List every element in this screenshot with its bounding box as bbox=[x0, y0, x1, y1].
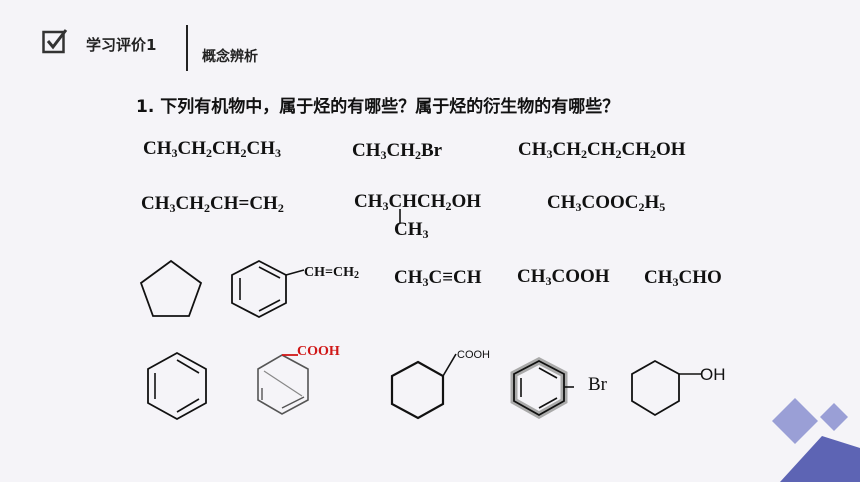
formula-subscript: 3 bbox=[422, 275, 429, 289]
formula-subscript: 2 bbox=[581, 147, 587, 161]
benzoic-acid-structure bbox=[257, 354, 309, 415]
formula-acetaldehyde: CH3CHO bbox=[644, 267, 722, 290]
benzene-structure bbox=[147, 351, 207, 421]
formula-part: CH bbox=[394, 219, 423, 240]
formula-part: CH bbox=[547, 192, 576, 213]
formula-subscript: 2 bbox=[615, 147, 622, 161]
formula-subscript: 3 bbox=[546, 147, 553, 161]
formula-part: CH bbox=[518, 139, 547, 160]
formula-subscript: 3 bbox=[275, 146, 281, 160]
formula-subscript: 3 bbox=[380, 148, 387, 162]
formula-part: CH=CH bbox=[210, 193, 278, 214]
formula-part: CH bbox=[212, 138, 241, 159]
section-subtitle: 概念辨析 bbox=[202, 49, 258, 65]
formula-part: CH bbox=[394, 267, 423, 288]
formula-part: C≡CH bbox=[428, 267, 482, 288]
formula-acetic-acid: CH3COOH bbox=[517, 266, 610, 289]
formula-part: COOC bbox=[581, 192, 639, 213]
cyclopentane-structure bbox=[139, 259, 203, 317]
formula-butanol: CH3CH2CH2CH2OH bbox=[518, 139, 686, 162]
formula-subscript: 2 bbox=[650, 147, 656, 161]
formula-branch-methyl: CH3 bbox=[394, 219, 429, 242]
formula-part: CH bbox=[175, 193, 205, 214]
formula-part: CHCH bbox=[388, 191, 446, 212]
formula-subscript: 3 bbox=[169, 201, 176, 215]
formula-propyne: CH3C≡CH bbox=[394, 267, 482, 290]
formula-part: H bbox=[644, 192, 660, 213]
formula-bromoethane: CH3CH2Br bbox=[352, 140, 442, 163]
formula-part: CH bbox=[177, 138, 207, 159]
formula-subscript: 2 bbox=[445, 199, 452, 213]
formula-butane: CH3CH2CH2CH3 bbox=[143, 138, 281, 161]
formula-subscript: 2 bbox=[240, 146, 247, 160]
formula-butene: CH3CH2CH=CH2 bbox=[141, 193, 284, 216]
formula-part: CH bbox=[352, 140, 381, 161]
formula-subscript: 2 bbox=[638, 200, 645, 214]
header-divider bbox=[186, 25, 188, 71]
formula-part: CH bbox=[386, 140, 416, 161]
formula-part: CH=CH bbox=[304, 265, 354, 280]
formula-subscript: 2 bbox=[415, 148, 421, 162]
formula-part: COOH bbox=[551, 266, 610, 287]
checkbox-check-icon bbox=[42, 29, 68, 54]
formula-subscript: 2 bbox=[204, 201, 210, 215]
formula-part: CH bbox=[517, 266, 546, 287]
formula-part: OH bbox=[656, 139, 686, 160]
cooh-small-label: COOH bbox=[457, 349, 490, 361]
cooh-red-label: COOH bbox=[297, 344, 340, 359]
formula-part: CH bbox=[552, 139, 582, 160]
formula-part: CHO bbox=[678, 267, 722, 288]
branch-bond bbox=[399, 209, 401, 223]
bromobenzene-structure bbox=[510, 357, 574, 420]
formula-part: CH bbox=[143, 138, 172, 159]
formula-subscript: 2 bbox=[206, 146, 212, 160]
oh-label: OH bbox=[700, 365, 726, 384]
formula-subscript: 2 bbox=[353, 270, 359, 281]
formula-subscript: 3 bbox=[575, 200, 582, 214]
formula-subscript: 3 bbox=[672, 275, 679, 289]
formula-part: CH bbox=[141, 193, 170, 214]
cyclohexanecarboxylic-acid-structure bbox=[390, 353, 457, 420]
styrene-vinyl-label: CH=CH2 bbox=[304, 265, 359, 281]
formula-methylpropanol: CH3CHCH2OH bbox=[354, 191, 481, 214]
formula-subscript: 3 bbox=[171, 146, 178, 160]
formula-part: Br bbox=[421, 140, 443, 161]
formula-ethyl-acetate: CH3COOC2H5 bbox=[547, 192, 665, 215]
formula-part: CH bbox=[354, 191, 383, 212]
formula-subscript: 5 bbox=[659, 200, 666, 214]
formula-part: CH bbox=[644, 267, 673, 288]
formula-part: CH bbox=[246, 138, 276, 159]
section-title: 学习评价1 bbox=[86, 36, 157, 54]
styrene-structure bbox=[231, 259, 305, 319]
formula-subscript: 2 bbox=[277, 201, 284, 215]
question-text: 1. 下列有机物中，属于烃的有哪些？属于烃的衍生物的有哪些？ bbox=[136, 97, 620, 117]
formula-part: CH bbox=[587, 139, 616, 160]
formula-part: OH bbox=[451, 191, 482, 212]
br-label: Br bbox=[588, 374, 607, 395]
formula-part: CH bbox=[621, 139, 651, 160]
formula-subscript: 3 bbox=[382, 199, 389, 213]
decorative-diamonds bbox=[772, 398, 860, 482]
cyclohexanol-structure bbox=[631, 359, 702, 417]
formula-subscript: 3 bbox=[545, 274, 552, 288]
formula-subscript: 3 bbox=[422, 227, 429, 241]
